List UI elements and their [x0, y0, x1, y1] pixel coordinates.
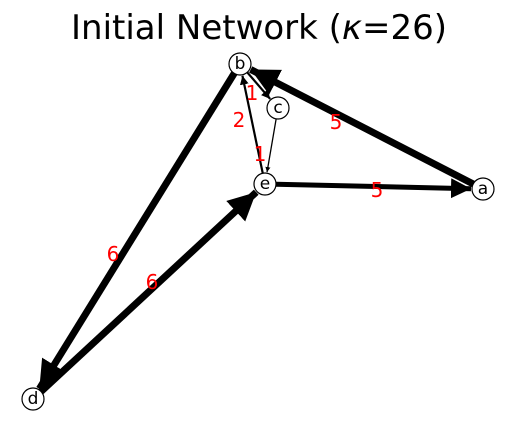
kappa-symbol: κ [342, 8, 362, 48]
node-e: e [253, 172, 277, 196]
edge-weight-e-a: 5 [371, 178, 384, 202]
edge-c-e [265, 118, 277, 173]
node-circle-d [21, 387, 45, 411]
edge-weight-e-b: 2 [233, 108, 246, 132]
edge-weights-layer: 5 1 6 12 5 6 [107, 81, 384, 294]
node-label-d: d [28, 389, 39, 409]
node-a: a [471, 177, 495, 201]
nodes-layer: a b c d e [21, 52, 495, 411]
node-label-c: c [273, 98, 282, 118]
node-label-b: b [235, 54, 246, 74]
edge-weight-a-b: 5 [330, 110, 343, 134]
node-circle-a [471, 177, 495, 201]
edge-weight-c-e: 1 [254, 142, 267, 166]
diagram-title: Initial Network (κ=26) [71, 8, 447, 48]
node-label-e: e [260, 174, 270, 194]
edge-b-d [36, 71, 238, 391]
edge-weight-b-c: 1 [246, 81, 259, 105]
edges-layer [36, 66, 475, 395]
edge-weight-b-d: 6 [107, 242, 120, 266]
node-label-a: a [478, 179, 488, 199]
edge-e-b [239, 75, 264, 174]
edge-d-e [38, 189, 259, 395]
node-circle-c [266, 96, 290, 120]
edge-e-a [275, 178, 472, 199]
edge-a-b [249, 66, 475, 188]
node-circle-b [228, 52, 252, 76]
edge-weight-d-e: 6 [146, 270, 159, 294]
node-circle-e [253, 172, 277, 196]
node-d: d [21, 387, 45, 411]
edge-b-c [246, 71, 271, 100]
node-c: c [266, 96, 290, 120]
node-b: b [228, 52, 252, 76]
